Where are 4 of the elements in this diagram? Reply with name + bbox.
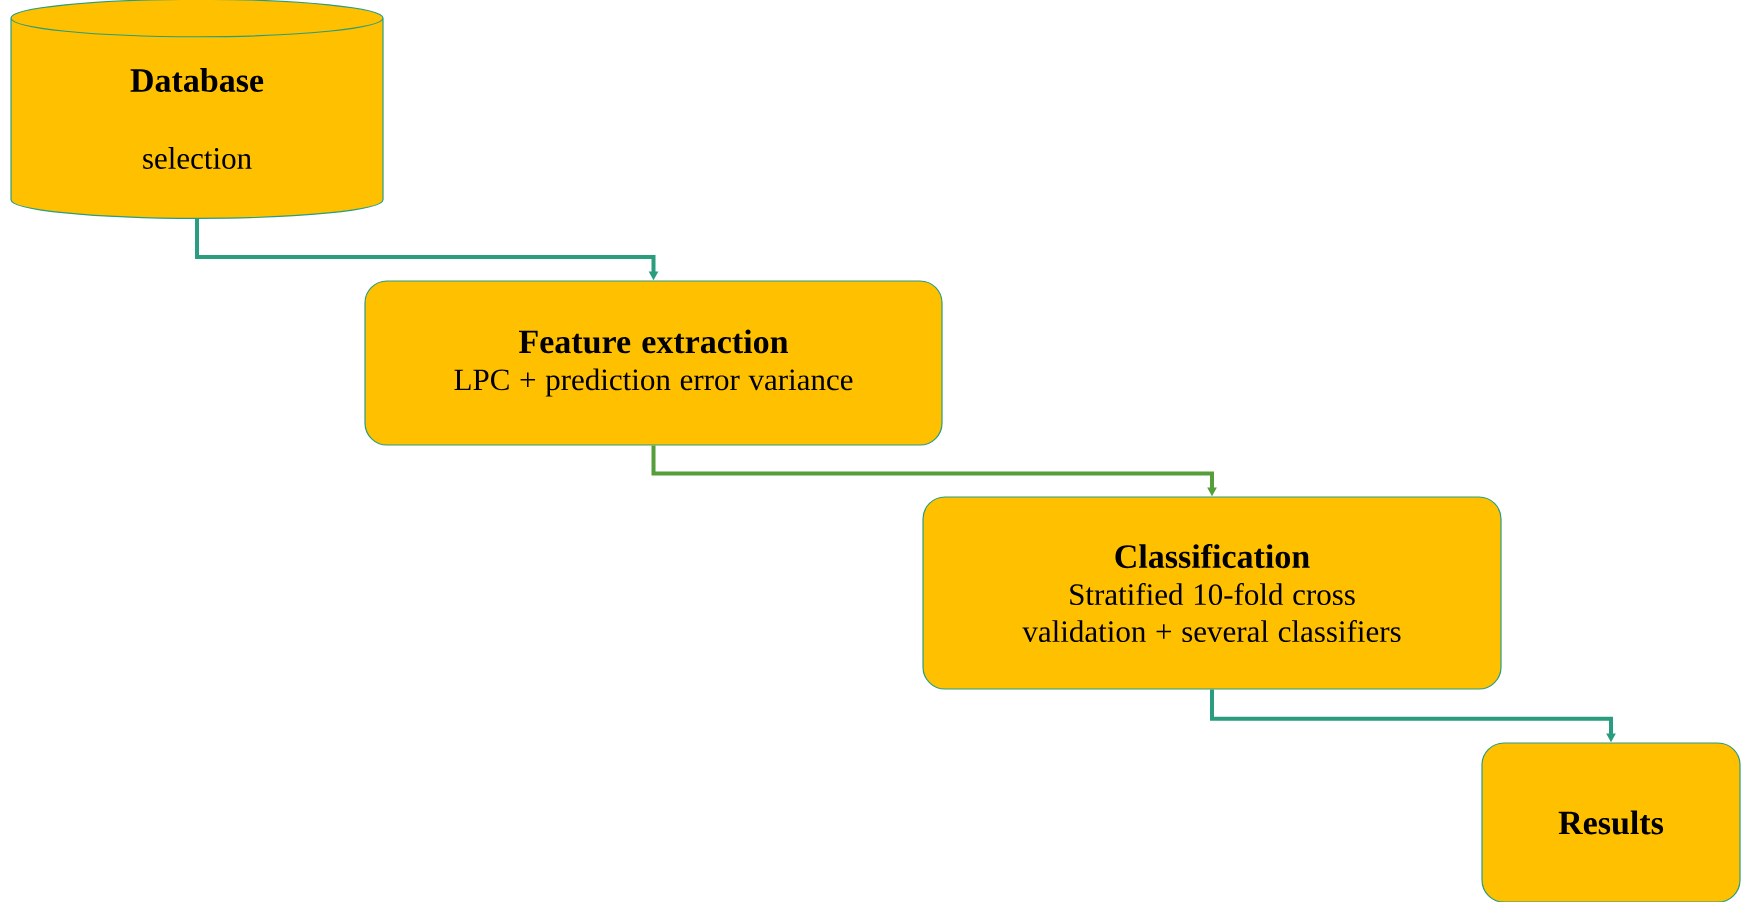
database-cylinder: Database selection — [10, 0, 384, 219]
process-box: Results — [1481, 742, 1741, 902]
process-box: Classification Stratified 10-fold cross validation + several classifiers — [922, 496, 1502, 690]
process-box: Feature extraction LPC + prediction error variance — [364, 280, 943, 446]
